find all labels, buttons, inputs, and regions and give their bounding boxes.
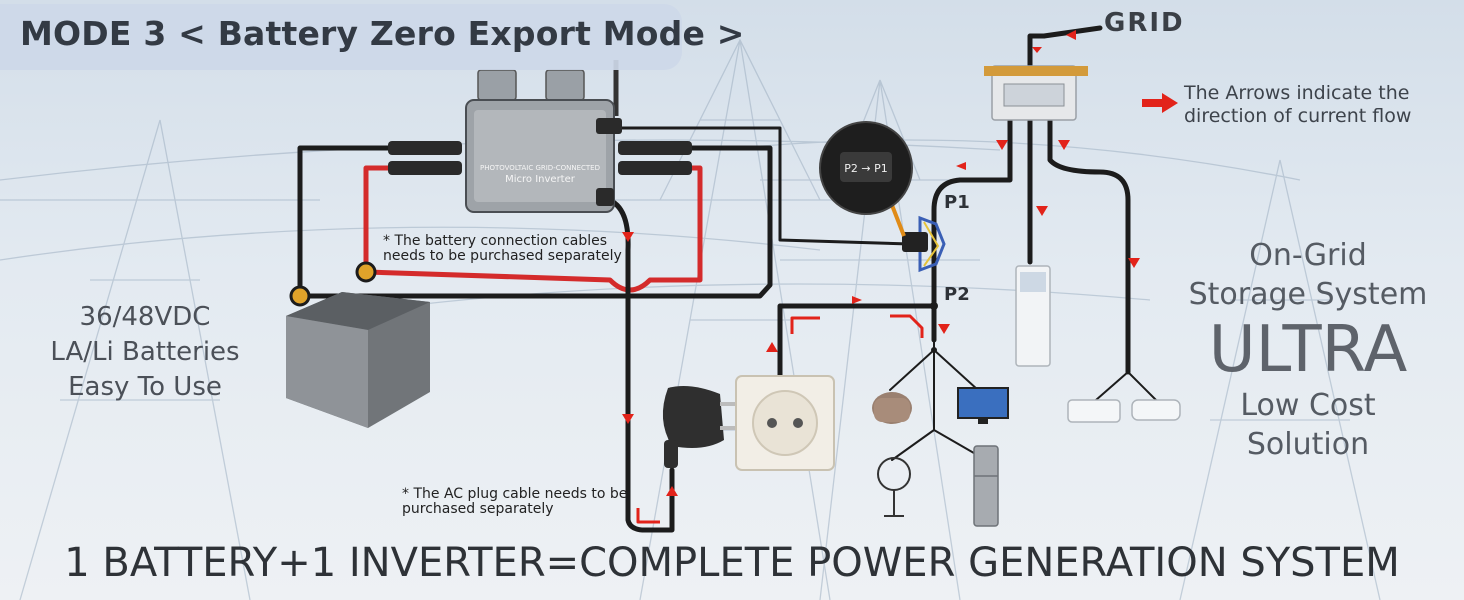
battery-spec-line1: 36/48VDC <box>79 302 211 332</box>
battery-cable-note: * The battery connection cables needs to… <box>383 233 622 264</box>
socket-line <box>777 303 937 381</box>
micro-inverter: PHOTOVOLTAIC GRID-CONNECTED Micro Invert… <box>388 60 692 213</box>
side-panel-brand: ULTRA <box>1208 313 1408 387</box>
battery-spec-line3: Easy To Use <box>68 372 222 402</box>
battery-negative-terminal <box>289 285 311 307</box>
fan-icon <box>877 457 911 517</box>
side-panel-line4: Low Cost <box>1240 388 1376 423</box>
flow-arrows <box>622 30 1140 496</box>
side-panel-line5: Solution <box>1246 427 1370 462</box>
point-p2-label: P2 <box>944 284 970 305</box>
battery-spec-line2: LA/Li Batteries <box>50 337 240 367</box>
wall-air-conditioner-icon <box>1067 399 1181 423</box>
legend-text: The Arrows indicate the direction of cur… <box>1184 82 1412 127</box>
battery-positive-terminal <box>355 261 377 283</box>
inverter-signal-port <box>596 118 622 134</box>
household-loads <box>872 265 1181 527</box>
dc-cables <box>297 145 773 299</box>
battery-positive-cable-right <box>363 165 703 293</box>
battery-negative-cable-outer <box>297 145 403 298</box>
side-panel: On-Grid Storage System ULTRA Low Cost So… <box>1170 236 1446 464</box>
inverter-dc-connector-4 <box>618 161 692 175</box>
grid-feed-cable <box>1027 33 1047 73</box>
battery <box>286 261 430 428</box>
distribution-box <box>984 65 1088 121</box>
junction-dots <box>930 302 938 353</box>
inverter-label-main: Micro Inverter <box>505 174 576 185</box>
ct-loop-yellow <box>923 221 940 267</box>
p1-p2-main-line <box>931 115 1013 343</box>
rice-cooker-icon <box>872 392 912 424</box>
slogan: 1 BATTERY+1 INVERTER=COMPLETE POWER GENE… <box>64 540 1400 586</box>
ct-clamp: P2 → P1 <box>819 121 946 273</box>
signal-cable-to-ct <box>618 126 912 246</box>
battery-spec: 36/48VDC LA/Li Batteries Easy To Use <box>30 300 260 405</box>
ac-unit-line <box>1047 115 1131 375</box>
inverter-dc-connector-1 <box>388 141 462 155</box>
legend-arrow-icon <box>1142 93 1178 113</box>
refrigerator-icon <box>973 445 999 527</box>
ac-plug-cable-note: * The AC plug cable needs to be purchase… <box>402 486 628 517</box>
point-p1-label: P1 <box>944 192 970 213</box>
standing-air-conditioner-icon <box>1015 265 1051 367</box>
ct-detail-label: P2 → P1 <box>844 162 887 175</box>
battery-negative-cable-right <box>297 145 773 299</box>
battery-positive-cable-left <box>363 165 401 273</box>
flow-highlight-lines <box>636 314 924 524</box>
ac-output-cable <box>597 195 675 533</box>
inverter-label-top: PHOTOVOLTAIC GRID-CONNECTED <box>480 164 600 172</box>
ct-sensor <box>902 232 928 252</box>
mode-title: MODE 3 < Battery Zero Export Mode > <box>20 14 745 53</box>
ac-plug <box>662 386 738 468</box>
ct-loop-blue <box>918 215 946 273</box>
inverter-dc-connector-2 <box>388 161 462 175</box>
side-panel-line2: Storage System <box>1188 277 1428 312</box>
mode-banner <box>0 4 682 70</box>
side-panel-line1: On-Grid <box>1249 238 1367 273</box>
inverter-dc-connector-3 <box>618 141 692 155</box>
ac-cables <box>597 25 1157 533</box>
inverter-ac-port <box>596 188 614 206</box>
tv-icon <box>957 387 1009 424</box>
load-branches <box>889 339 987 461</box>
wall-socket <box>735 375 835 471</box>
ac-unit-split <box>1095 371 1157 401</box>
grid-label: GRID <box>1104 8 1185 38</box>
